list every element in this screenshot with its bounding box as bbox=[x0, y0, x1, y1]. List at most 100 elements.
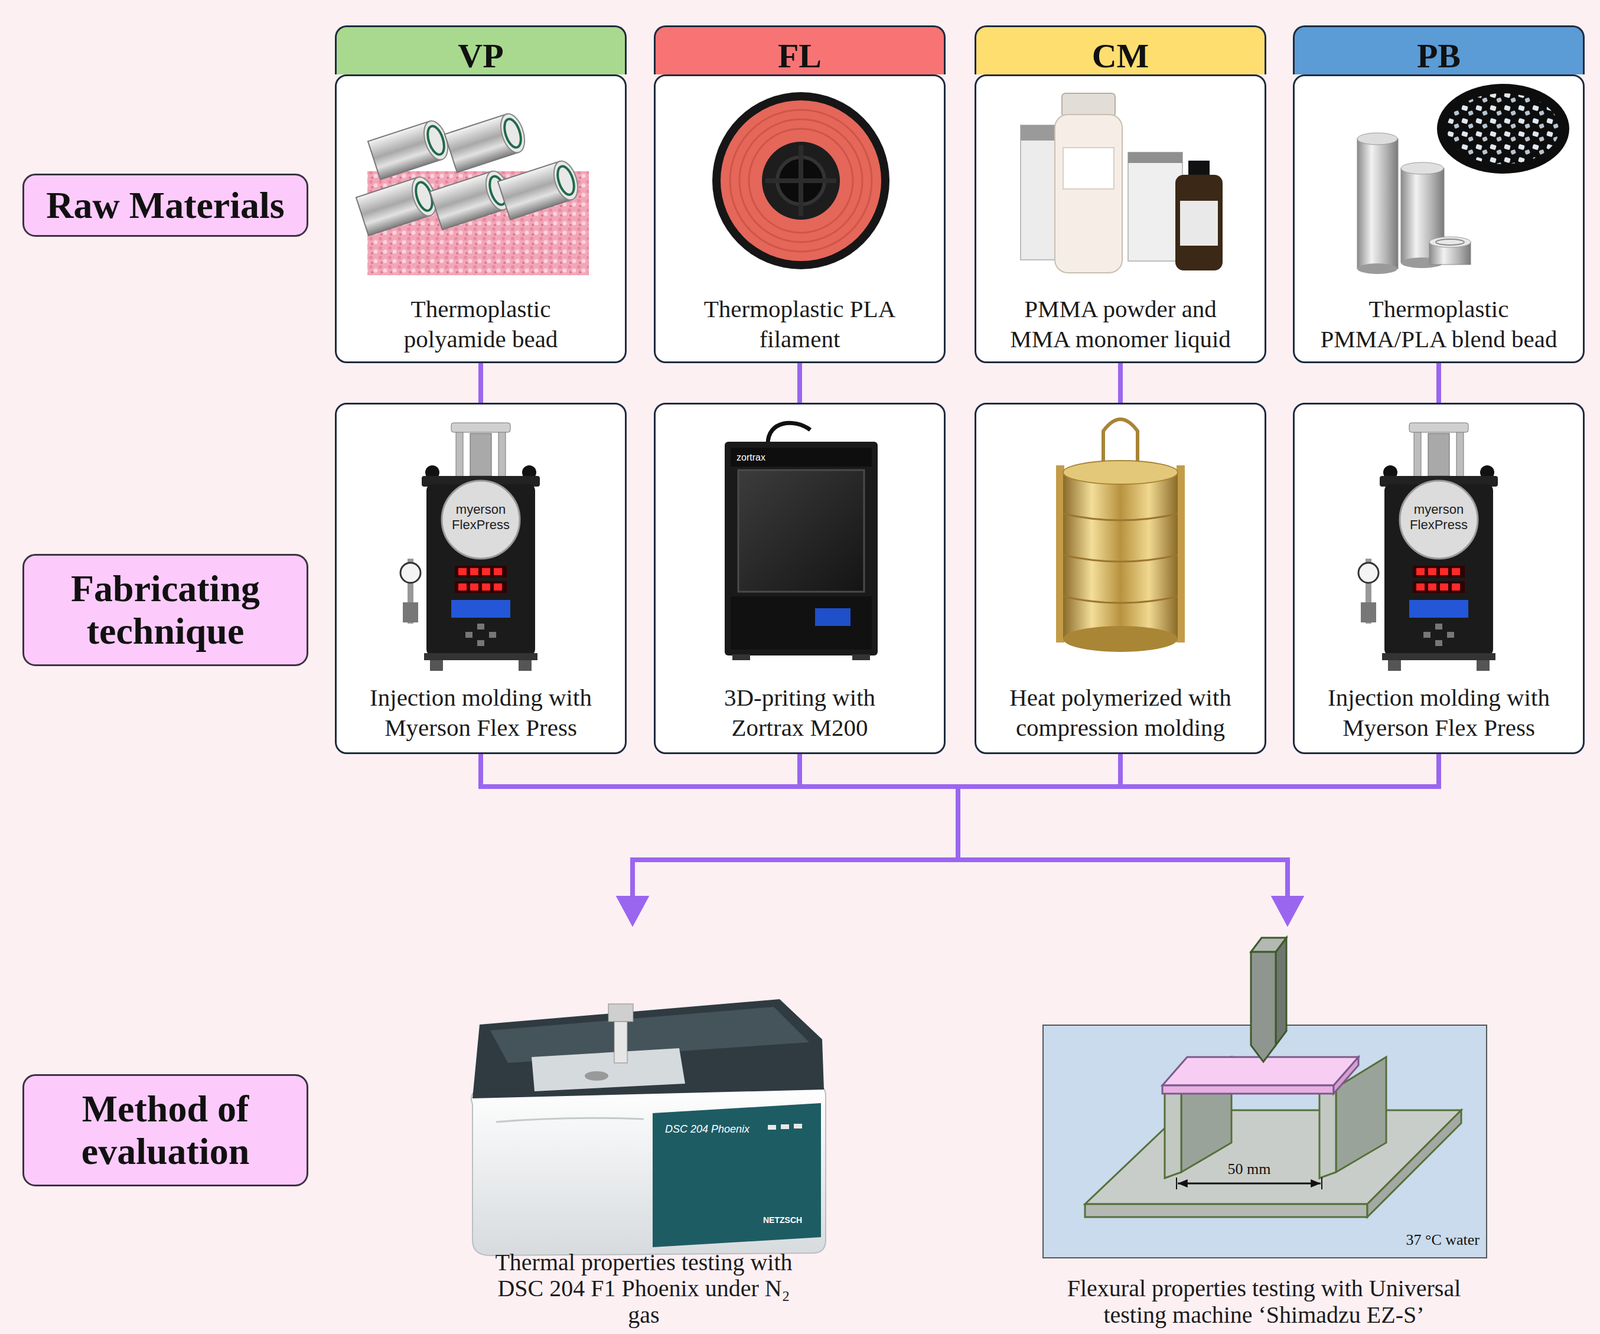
flask-cylinder bbox=[367, 118, 453, 180]
bead-and-flask-photo bbox=[1357, 263, 1398, 275]
label-box: 37 °C water bbox=[1376, 1230, 1480, 1250]
node-text: Thermal properties testing with DSC 204 … bbox=[481, 1249, 807, 1329]
three-point-bending-diagram bbox=[1084, 1110, 1462, 1205]
brand-text: NETZSCH bbox=[763, 1215, 803, 1226]
bead-and-flask-photo bbox=[1447, 93, 1560, 165]
connector-arrow bbox=[478, 363, 484, 403]
3d-printer-photo bbox=[724, 422, 878, 661]
connector-group bbox=[480, 363, 1439, 896]
bead-and-flask-photo bbox=[1400, 162, 1444, 175]
node-text: CM bbox=[1092, 38, 1150, 74]
three-point-bending-diagram bbox=[1319, 1087, 1336, 1179]
node-text: Raw Materials bbox=[46, 184, 285, 227]
node-text: Heat polymerized with compression moldin… bbox=[998, 682, 1243, 744]
filament-spool-photo bbox=[720, 100, 882, 262]
dsc-instrument-photo bbox=[780, 1124, 790, 1130]
3d-printer-photo bbox=[730, 447, 872, 467]
denture-flask-photo bbox=[1063, 626, 1178, 653]
filament-spool-photo bbox=[748, 128, 853, 233]
injection-press bbox=[400, 422, 540, 671]
acrylic-kit-photo bbox=[1175, 174, 1223, 271]
label-box: myerson FlexPress bbox=[1400, 502, 1478, 534]
card-ground bbox=[653, 402, 946, 755]
filament-spool-photo bbox=[765, 178, 837, 184]
filament-spool-photo bbox=[739, 119, 863, 243]
denture-flask-photo bbox=[1063, 596, 1178, 604]
card-ground bbox=[334, 402, 627, 755]
acrylic-kit-photo bbox=[1061, 93, 1116, 117]
connector-arrow bbox=[797, 363, 803, 403]
card-ground bbox=[974, 402, 1267, 755]
node-text: 3D-priting with Zortrax M200 bbox=[699, 682, 901, 744]
acrylic-kit-photo bbox=[1128, 152, 1183, 164]
connector-arrow bbox=[1118, 363, 1123, 403]
evaluation-item: Flexural properties testing with Univers… bbox=[1039, 926, 1489, 1332]
bead-and-flask-photo bbox=[1429, 236, 1471, 248]
logo-text: myerson FlexPress bbox=[1400, 502, 1478, 534]
3d-printer-photo bbox=[738, 470, 865, 592]
denture-flask-photo bbox=[1176, 465, 1185, 643]
bead-and-flask-photo bbox=[1435, 239, 1465, 246]
material-card: Thermoplastic PMMA/PLA blend bead bbox=[1292, 74, 1585, 364]
flask-cylinder bbox=[444, 111, 530, 173]
technique-card: Injection molding with Myerson Flex Pres… bbox=[334, 402, 627, 755]
three-point-bending-diagram bbox=[1084, 1204, 1368, 1218]
flask-cylinder bbox=[497, 158, 583, 220]
dsc-instrument-photo bbox=[531, 1048, 686, 1092]
filament-spool-photo bbox=[730, 109, 872, 252]
dsc-instrument-photo bbox=[793, 1123, 803, 1129]
node-text: PB bbox=[1416, 38, 1461, 74]
dsc-instrument-photo bbox=[652, 1103, 821, 1248]
dsc-instrument-photo bbox=[496, 1118, 644, 1123]
filament-spool-photo bbox=[712, 92, 890, 270]
connector-arrow bbox=[1436, 363, 1442, 403]
denture-flask-photo bbox=[1056, 419, 1185, 653]
filament-spool-photo bbox=[712, 92, 890, 270]
three-point-bending-diagram bbox=[1043, 937, 1487, 1259]
3d-printer-photo bbox=[852, 654, 870, 661]
connector-arrow bbox=[632, 754, 1121, 896]
acrylic-kit-photo bbox=[1128, 152, 1183, 262]
denture-flask-photo bbox=[1103, 419, 1138, 467]
card-ground bbox=[1292, 402, 1585, 755]
label-box: myerson FlexPress bbox=[442, 502, 520, 534]
dsc-instrument-photo bbox=[767, 1125, 777, 1130]
bead-and-flask-photo bbox=[1357, 83, 1570, 275]
denture-flask-photo bbox=[1063, 460, 1178, 485]
column-tab: VP bbox=[334, 25, 627, 75]
injection-press bbox=[1358, 422, 1498, 671]
three-point-bending-diagram bbox=[1275, 937, 1287, 1046]
technique-card: 3D-priting with Zortrax M200 bbox=[653, 402, 946, 755]
acrylic-kit-photo bbox=[1180, 200, 1218, 246]
connector-arrow bbox=[957, 754, 1288, 896]
note-label: 37 °C water bbox=[1376, 1230, 1480, 1250]
bead-and-flask-photo bbox=[1436, 83, 1570, 174]
column-tab: PB bbox=[1292, 25, 1585, 75]
filament-spool-photo bbox=[761, 141, 840, 220]
node-text: Fabricating technique bbox=[32, 567, 299, 653]
node-text: VP bbox=[457, 38, 504, 74]
node-text: Flexural properties testing with Univers… bbox=[1051, 1275, 1477, 1329]
polyamide-bead-photo bbox=[356, 111, 589, 276]
node-text: Injection molding with Myerson Flex Pres… bbox=[359, 682, 603, 744]
3d-printer-photo bbox=[767, 422, 811, 445]
denture-flask-photo bbox=[1056, 465, 1065, 643]
connector-arrow bbox=[480, 754, 958, 896]
acrylic-kit-photo bbox=[1020, 93, 1223, 273]
acrylic-kit-photo bbox=[1188, 160, 1210, 177]
node-text: Thermoplastic polyamide bead bbox=[362, 294, 599, 355]
logo-text: zortrax bbox=[736, 451, 766, 464]
bead-and-flask-photo bbox=[1357, 132, 1398, 145]
label-box: zortrax bbox=[736, 451, 766, 464]
material-card: Thermoplastic polyamide bead bbox=[334, 74, 627, 364]
denture-flask-photo bbox=[1063, 555, 1178, 562]
connector-arrow bbox=[480, 754, 1288, 896]
3d-printer-photo bbox=[732, 654, 751, 661]
technique-card: Heat polymerized with compression moldin… bbox=[974, 402, 1267, 755]
technique-card: Injection molding with Myerson Flex Pres… bbox=[1292, 402, 1585, 755]
material-card: PMMA powder and MMA monomer liquid bbox=[974, 74, 1267, 364]
category-box: Raw Materials bbox=[22, 173, 309, 237]
flask-cylinder bbox=[429, 168, 515, 230]
three-point-bending-diagram bbox=[1333, 1057, 1359, 1094]
